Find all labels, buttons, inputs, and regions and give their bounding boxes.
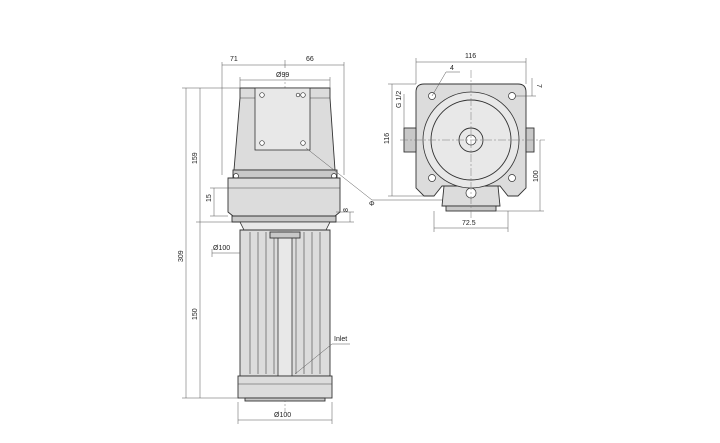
inner-shaft	[277, 231, 293, 377]
dim-outlet-height: 100	[533, 170, 540, 182]
dim-height-upper: 159	[192, 152, 199, 164]
terminal-box	[254, 87, 311, 151]
dim-motor-dia: Ø99	[276, 72, 289, 79]
dim-height-total: 309	[178, 250, 185, 262]
flange-plate	[231, 215, 337, 223]
dim-flange-thickness: 8	[343, 208, 350, 212]
dim-hole-count: 4	[450, 65, 454, 72]
dim-thread-size: G 1/2	[396, 91, 403, 108]
motor-band	[232, 169, 338, 179]
pump-base	[237, 375, 333, 399]
top-view: 116 4 7 G 1/2 116 100 72.5	[384, 53, 545, 232]
dim-top-view-width: 116	[465, 53, 476, 60]
dim-top-left: 71	[230, 56, 238, 63]
dim-base-dia: Ø100	[274, 412, 291, 419]
dim-hole-dia: 7	[535, 84, 542, 88]
dim-outlet-width: 72.5	[462, 220, 476, 227]
inlet-label: Inlet	[334, 336, 347, 343]
phi-label: Φ	[369, 201, 375, 208]
dim-top-view-height: 116	[384, 133, 391, 144]
dim-flange-offset: 15	[206, 194, 213, 202]
column-ribs	[249, 232, 321, 374]
dim-top-right: 66	[306, 56, 314, 63]
dim-height-lower: 150	[192, 308, 199, 320]
side-view: 71 66 Ø99 309 159 150 15 8 Ø100	[178, 56, 460, 424]
pump-flange	[227, 177, 341, 217]
dim-shaft-dia: Ø100	[213, 245, 230, 252]
